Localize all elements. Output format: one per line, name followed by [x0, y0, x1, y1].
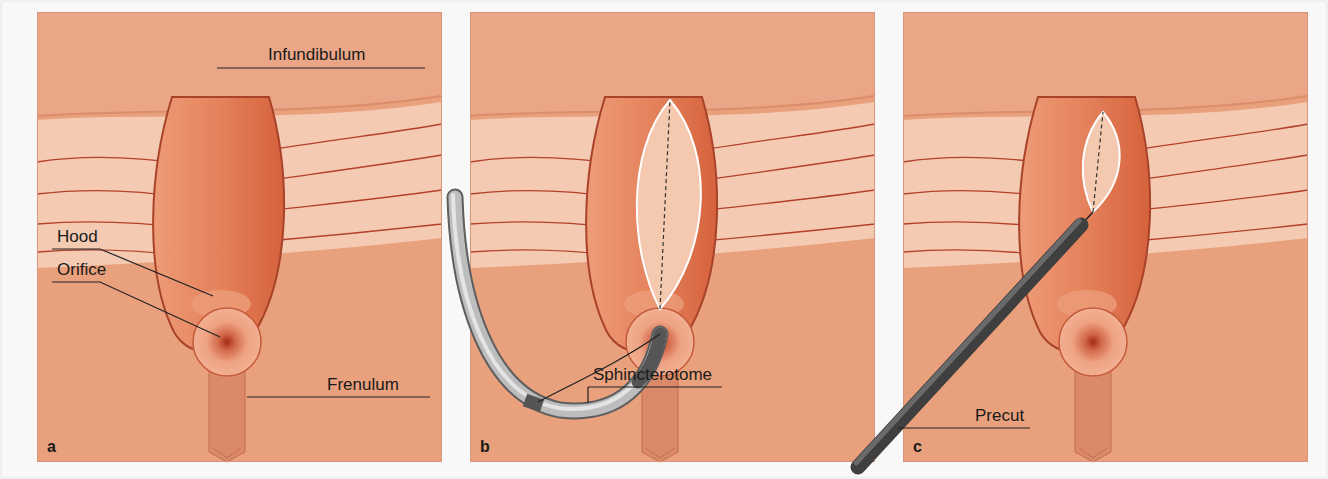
part-label: Precut: [975, 405, 1024, 426]
part-label: Infundibulum: [268, 44, 365, 65]
part-label: Hood: [57, 226, 98, 247]
part-label: Sphincterotome: [593, 364, 712, 385]
part-label: Orifice: [57, 259, 106, 280]
panel-letter: b: [480, 436, 490, 457]
panel-letter: c: [913, 436, 922, 457]
part-label: Frenulum: [327, 374, 399, 395]
panel-letter: a: [47, 436, 56, 457]
